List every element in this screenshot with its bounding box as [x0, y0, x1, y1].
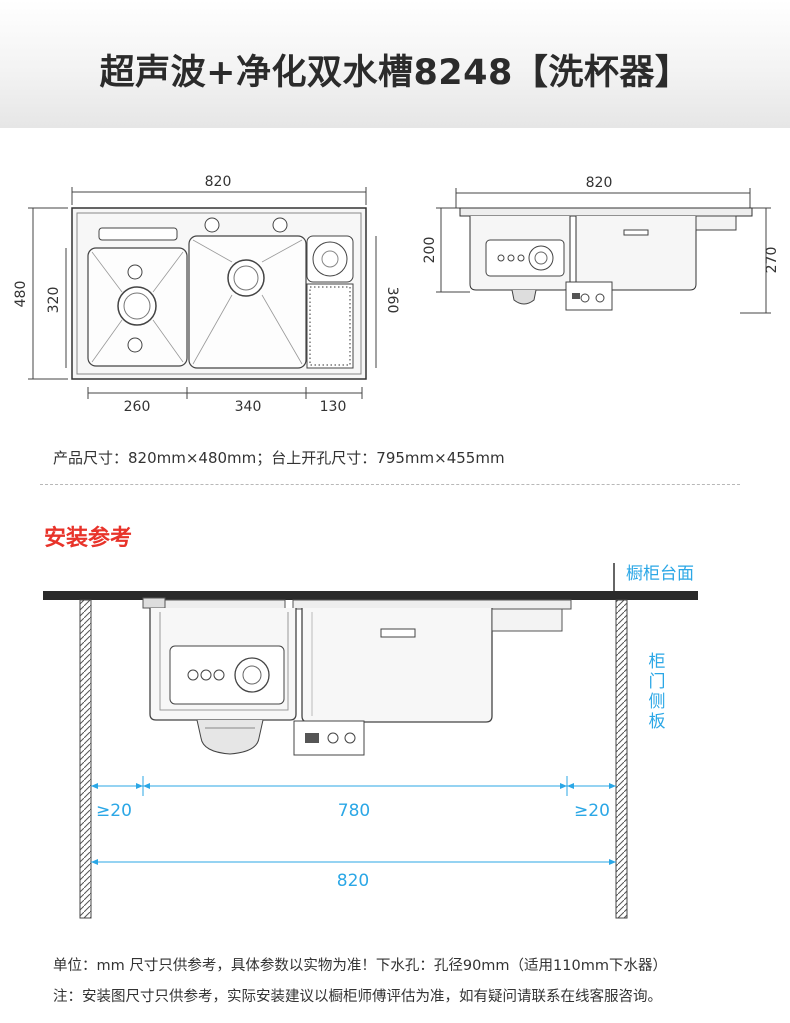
bottom-dim-label: 260	[124, 399, 151, 415]
section-title: 安装参考	[44, 526, 133, 551]
bottom-dim-label: 340	[235, 399, 262, 415]
product-size-text: 产品尺寸：820mm×480mm；台上开孔尺寸：795mm×455mm	[53, 449, 505, 467]
side-panel-label: 板	[649, 712, 666, 732]
divider	[40, 484, 740, 485]
side-panel-label: 侧	[649, 692, 666, 712]
note-line-2: 注：安装图尺寸只供参考，实际安装建议以橱柜师傅评估为准，如有疑问请联系在线客服咨…	[53, 989, 662, 1005]
side-right-height-label: 270	[764, 247, 780, 274]
middle-width-label: 780	[338, 801, 370, 821]
top-height-label: 480	[13, 281, 29, 308]
right-gap-label: ≥20	[574, 801, 610, 821]
right-basin-height-label: 360	[384, 287, 400, 314]
countertop-label: 橱柜台面	[626, 564, 694, 584]
top-view-drawing: 820 480 320 360 260 340 130	[13, 174, 400, 415]
total-width-label: 820	[337, 871, 369, 891]
left-basin-height-label: 320	[46, 287, 62, 314]
top-width-label: 820	[205, 174, 232, 190]
note-line-1: 单位：mm 尺寸只供参考，具体参数以实物为准！下水孔：孔径90mm（适用110m…	[53, 958, 667, 974]
page-title: 超声波+净化双水槽8248【洗杯器】	[99, 53, 691, 93]
side-width-label: 820	[586, 175, 613, 191]
left-gap-label: ≥20	[96, 801, 132, 821]
side-view-drawing: 820 200 270	[422, 175, 780, 314]
header-banner	[0, 0, 790, 128]
install-drawing: 橱柜台面 柜 门 侧 板 ≥20 780 ≥20 820	[43, 563, 698, 919]
bottom-dim-label: 130	[320, 399, 347, 415]
side-left-height-label: 200	[422, 237, 438, 264]
side-panel-label: 柜	[649, 652, 666, 672]
side-panel-label: 门	[649, 672, 666, 692]
